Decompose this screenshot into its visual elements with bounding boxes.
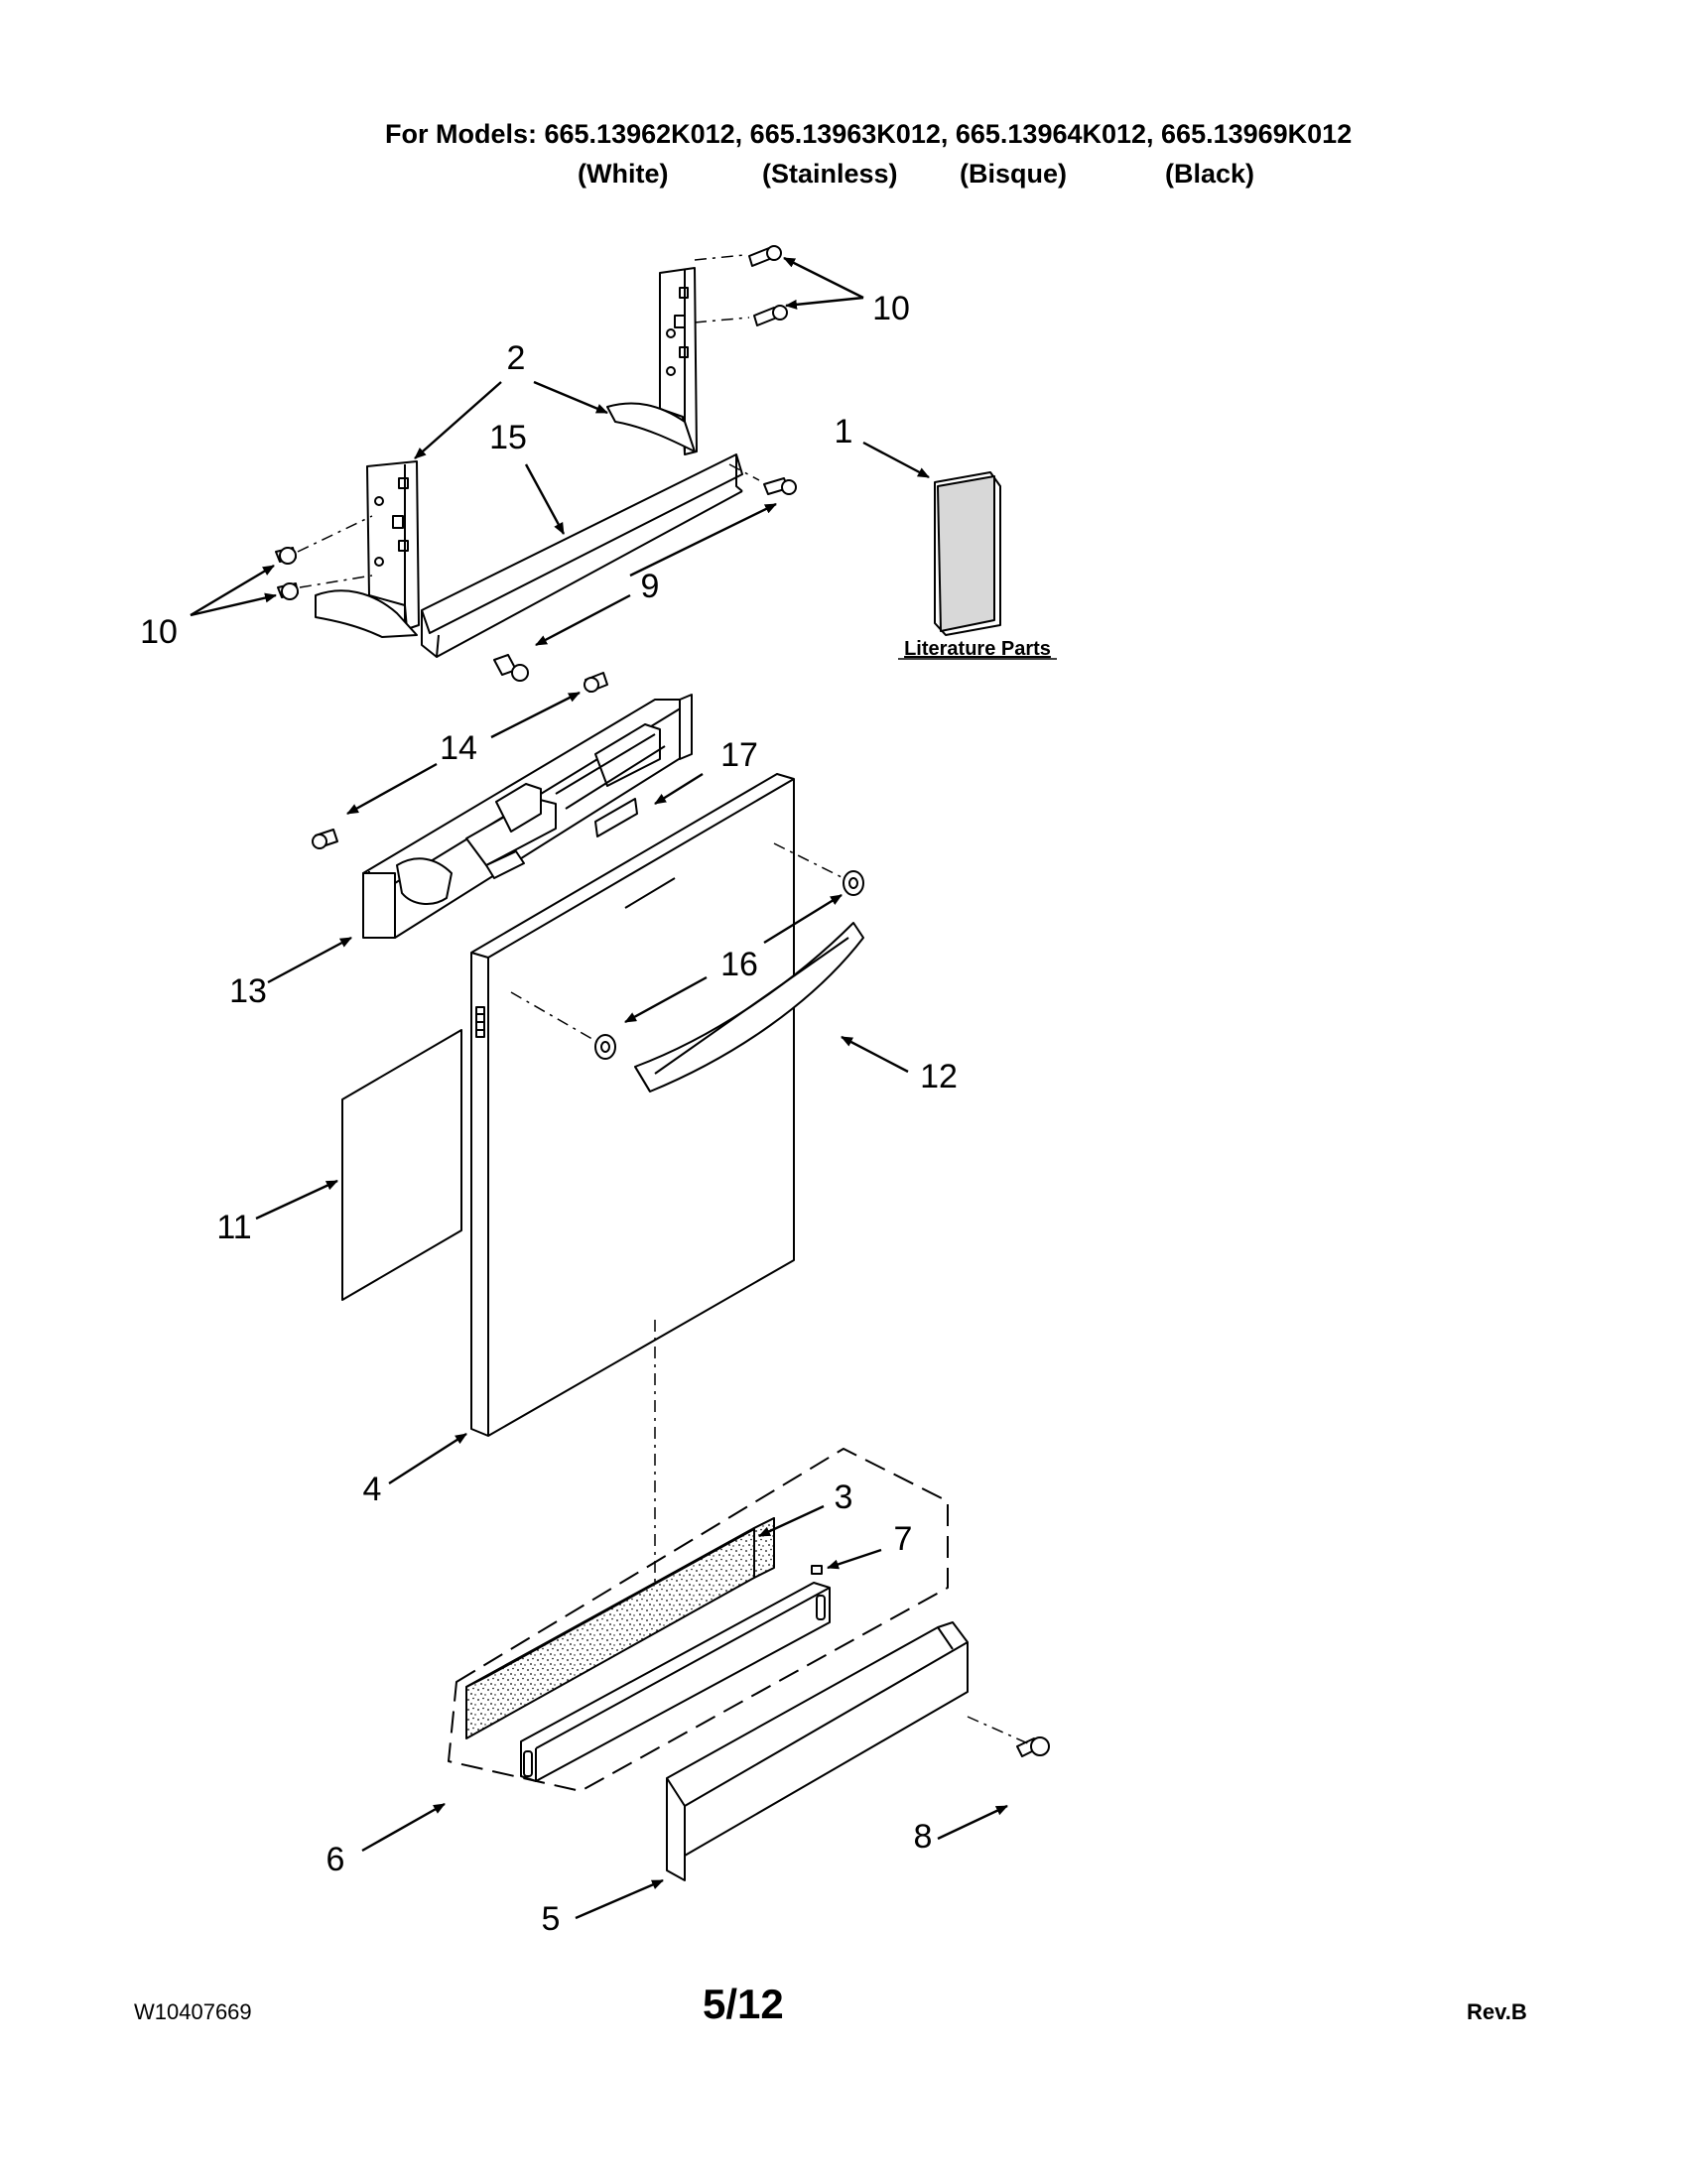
handle-mount-right [843, 870, 864, 896]
page-number: 5/12 [703, 1981, 784, 2027]
screw-10-left-2 [277, 582, 299, 600]
screw-strip-bottom [493, 654, 529, 682]
leader-8 [937, 1804, 1008, 1841]
callout-7: 7 [894, 1520, 913, 1558]
door-panel [470, 773, 795, 1437]
screw-10-top-2 [753, 305, 788, 326]
models-line: For Models: 665.13962K012, 665.13963K012… [385, 119, 1353, 149]
leader-2b [414, 381, 502, 459]
screw-14-right [584, 672, 608, 693]
leader-10a [783, 256, 864, 300]
leader-9b [535, 593, 631, 647]
callout-8: 8 [914, 1818, 933, 1856]
screw-8 [1016, 1736, 1050, 1757]
guide-line [297, 515, 373, 553]
callout-10-left: 10 [140, 613, 178, 651]
leader-4 [388, 1432, 467, 1485]
revision: Rev.B [1467, 1999, 1527, 2024]
handle-mount-left [594, 1034, 616, 1060]
callout-3: 3 [835, 1478, 853, 1516]
top-channel-strip [421, 453, 743, 658]
callout-2: 2 [507, 339, 526, 377]
callout-14: 14 [440, 729, 477, 767]
callout-15: 15 [489, 419, 527, 456]
screw-10-left-1 [275, 547, 297, 565]
leader-14b [346, 762, 438, 816]
literature-parts-label: Literature Parts [904, 638, 1051, 660]
callout-9: 9 [641, 568, 660, 605]
inner-toe-panel [520, 1582, 831, 1782]
callout-13: 13 [229, 972, 267, 1010]
callout-6: 6 [326, 1841, 345, 1878]
leader-9a [629, 502, 777, 578]
leader-17 [654, 772, 704, 806]
leader-6 [361, 1802, 446, 1853]
guide-line [694, 254, 745, 261]
guide-line [299, 575, 373, 588]
callout-17: 17 [720, 736, 758, 774]
guide-line [510, 991, 598, 1043]
insulation-sheet [341, 1029, 462, 1301]
guide-line [728, 463, 760, 481]
callout-1: 1 [835, 413, 853, 450]
leader-10d [190, 592, 277, 617]
leader-3 [758, 1504, 825, 1538]
color-bisque: (Bisque) [960, 159, 1067, 189]
callout-11: 11 [216, 1209, 251, 1246]
assembly-group-outline [448, 1448, 949, 1792]
screw-strip-right [763, 477, 797, 495]
leader-2a [533, 380, 608, 415]
door-handle [634, 922, 864, 1092]
leader-16a [763, 893, 843, 945]
guide-line [967, 1716, 1031, 1745]
literature-booklet [934, 471, 1001, 636]
callout-5: 5 [542, 1900, 561, 1938]
callout-4: 4 [363, 1471, 382, 1508]
leader-7 [827, 1548, 882, 1570]
leader-13 [267, 936, 352, 984]
leader-1 [862, 441, 930, 479]
leader-10c [190, 564, 275, 617]
color-white: (White) [578, 159, 669, 189]
leader-12 [841, 1035, 909, 1074]
leader-16b [624, 975, 708, 1024]
clip [811, 1565, 823, 1575]
leader-5 [575, 1878, 664, 1920]
guide-line [694, 317, 750, 323]
hinge-bracket-left [315, 460, 420, 638]
leader-15 [524, 463, 566, 535]
document-number: W10407669 [134, 1999, 252, 2024]
leader-11 [255, 1179, 338, 1220]
callout-10-top: 10 [872, 290, 910, 327]
color-black: (Black) [1165, 159, 1255, 189]
color-stainless: (Stainless) [762, 159, 898, 189]
control-housing [362, 694, 693, 939]
leader-10b [785, 296, 864, 310]
callout-16: 16 [720, 946, 758, 983]
callout-12: 12 [920, 1058, 958, 1095]
leader-14a [490, 691, 581, 739]
foam-block [465, 1517, 775, 1739]
screw-14-left [312, 829, 338, 849]
screw-10-top-1 [748, 245, 782, 267]
toe-kick-panel [666, 1621, 969, 1881]
hinge-bracket-right [606, 267, 698, 455]
